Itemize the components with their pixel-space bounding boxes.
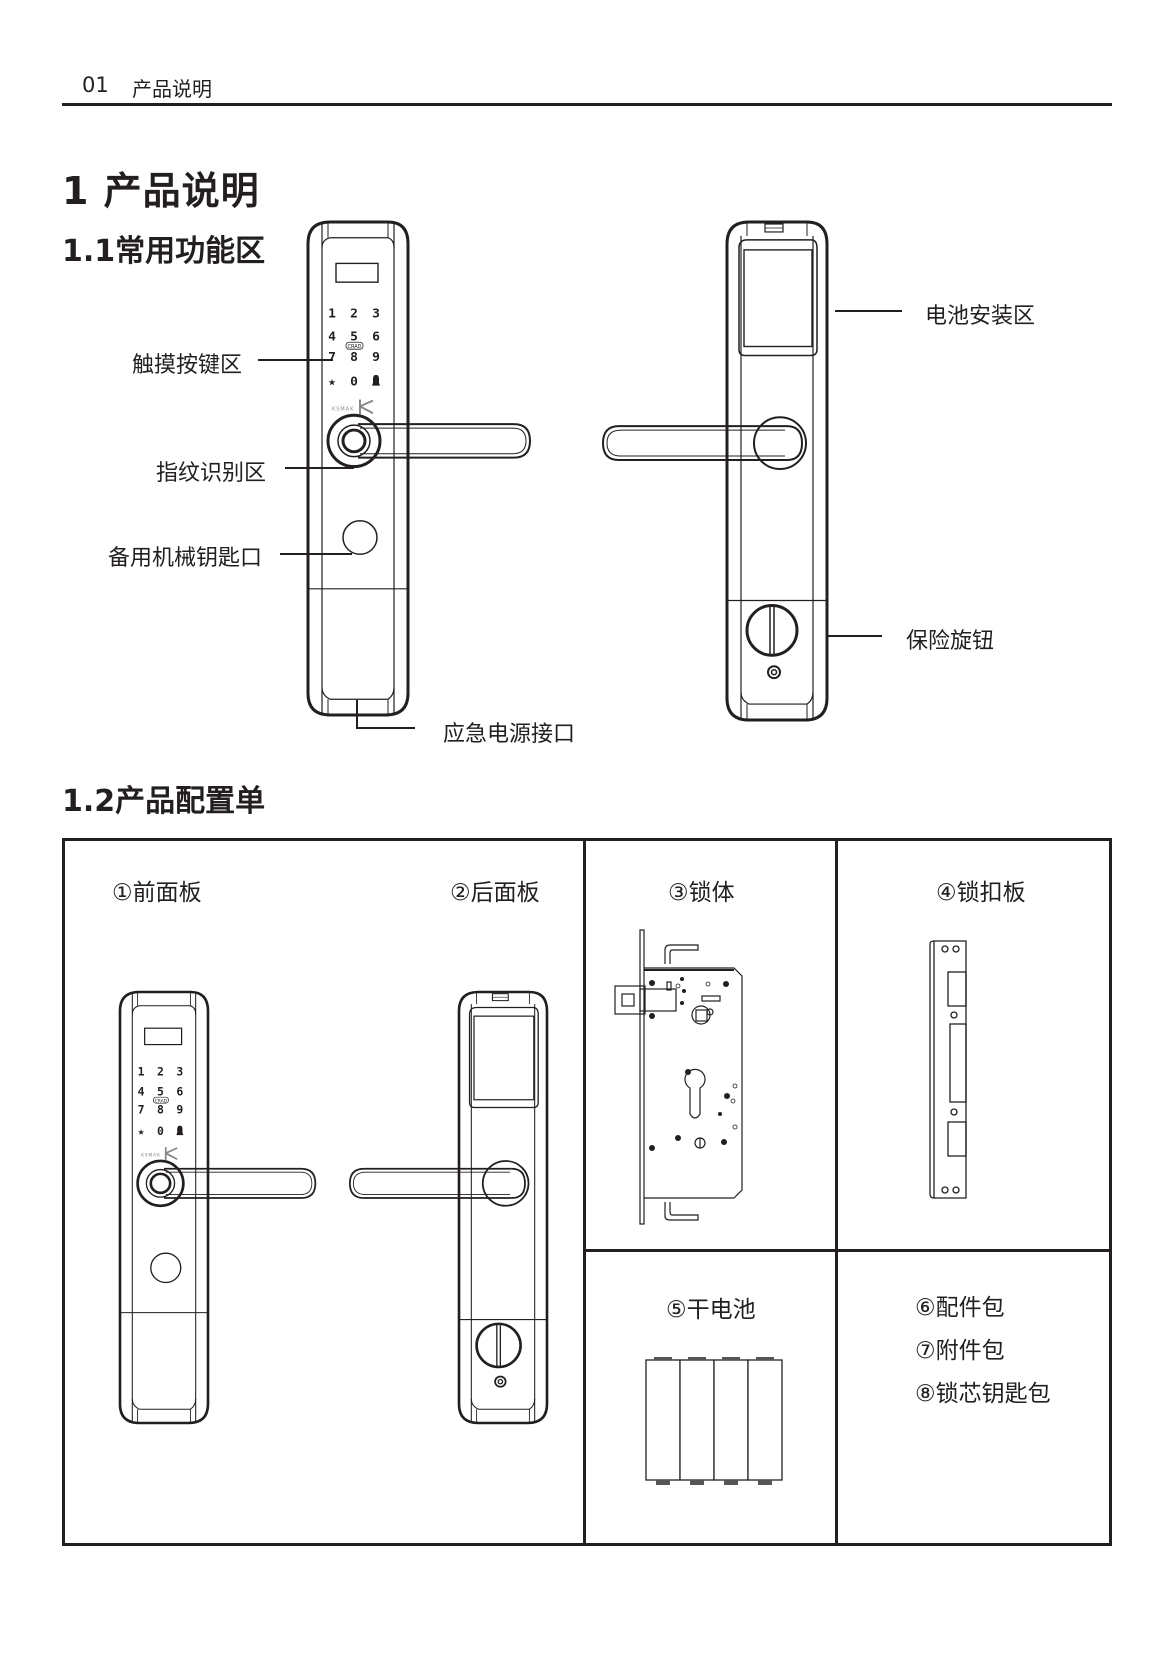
table-divider	[583, 841, 586, 1543]
callout-lines	[258, 310, 902, 729]
section-1-1-title: 1.1常用功能区	[62, 234, 266, 269]
callout-battery-area: 电池安装区	[925, 304, 1036, 329]
item-front-panel-label: ①前面板	[112, 880, 202, 906]
item-batteries-label: ⑤干电池	[666, 1297, 756, 1323]
back-panel-image	[348, 990, 549, 1425]
page-number: 01	[82, 73, 109, 97]
callout-emergency-power: 应急电源接口	[443, 722, 576, 747]
page-title: 1 产品说明	[62, 169, 260, 213]
front-panel-image	[118, 990, 317, 1425]
callout-safety-knob: 保险旋钮	[906, 629, 995, 654]
table-divider	[835, 841, 838, 1543]
callout-fingerprint: 指纹识别区	[156, 461, 267, 486]
table-divider	[586, 1249, 1112, 1252]
item-attachment-pack: ⑦附件包	[915, 1338, 1005, 1364]
batteries-image	[645, 1357, 783, 1485]
callout-backup-keyhole: 备用机械钥匙口	[108, 546, 263, 571]
item-strike-plate-label: ④锁扣板	[936, 880, 1026, 906]
header-rule	[62, 103, 1112, 106]
item-accessory-pack: ⑥配件包	[915, 1295, 1005, 1321]
item-back-panel-label: ②后面板	[450, 880, 540, 906]
item-lock-body-label: ③锁体	[668, 880, 735, 906]
strike-plate-image	[929, 940, 967, 1199]
product-config-table	[62, 838, 1112, 1546]
section-1-2-title: 1.2产品配置单	[62, 784, 266, 819]
running-header-title: 产品说明	[132, 77, 212, 101]
item-cylinder-key-pack: ⑧锁芯钥匙包	[915, 1381, 1051, 1407]
leader-emergency-power	[356, 700, 415, 729]
lock-body-image	[614, 929, 743, 1225]
callout-touch-keypad: 触摸按键区	[132, 353, 243, 378]
